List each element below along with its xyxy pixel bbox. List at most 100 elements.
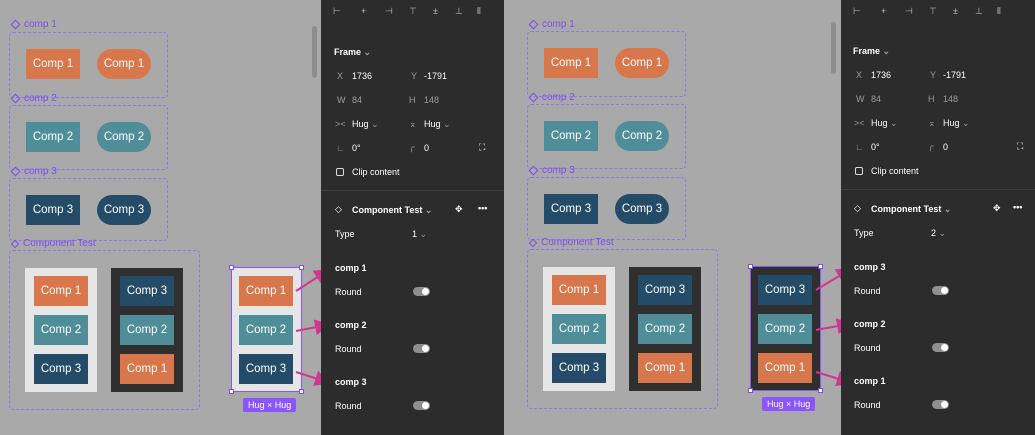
variant2-comp2[interactable]: Comp 2 [638,314,692,344]
comp3-square-button[interactable]: Comp 3 [544,194,598,224]
comp3-frame[interactable] [527,177,686,240]
align-left-icon[interactable]: ⊢ [853,6,861,16]
variant2-comp3[interactable]: Comp 3 [120,276,174,306]
align-bottom-icon[interactable]: ⊥ [975,6,983,16]
comp1-square-button[interactable]: Comp 1 [26,49,80,79]
align-right-icon[interactable]: ⊣ [385,6,393,16]
comp1-frame-label[interactable]: comp 1 [10,19,57,30]
round-toggle[interactable] [932,343,949,352]
component-test-frame-label[interactable]: Component Test [10,238,96,249]
comp1-frame-label[interactable]: comp 1 [528,19,575,30]
resize-handle[interactable] [818,264,823,269]
resize-handle[interactable] [748,388,753,393]
comp1-frame[interactable] [9,32,168,98]
align-top-icon[interactable]: ⊤ [409,6,417,16]
comp3-round-button[interactable]: Comp 3 [97,195,151,225]
type-select[interactable]: 1 ⌄ [412,229,428,239]
vertical-resizing-select[interactable]: Hug ⌄ [943,118,970,128]
y-input[interactable]: -1791 [943,70,967,80]
round-toggle[interactable] [932,286,949,295]
align-middle-icon[interactable]: ± [953,6,958,16]
variant1-comp3[interactable]: Comp 3 [34,354,88,384]
comp3-square-button[interactable]: Comp 3 [26,195,80,225]
resize-handle[interactable] [299,389,304,394]
variant2-comp1[interactable]: Comp 1 [638,353,692,383]
instance-comp2[interactable]: Comp 2 [239,315,293,345]
comp3-frame[interactable] [9,178,168,241]
align-bottom-icon[interactable]: ⊥ [455,6,463,16]
distribute-icon[interactable]: ⫴ [477,6,481,16]
rotation-input[interactable]: 0° [352,143,361,153]
h-input[interactable]: 148 [424,95,440,105]
component-test-frame[interactable] [527,249,718,409]
comp3-frame-label[interactable]: comp 3 [10,166,57,177]
comp1-round-button[interactable]: Comp 1 [615,48,669,78]
round-toggle[interactable] [413,401,430,410]
y-input[interactable]: -1791 [424,71,448,81]
independent-corners-icon[interactable]: ⛶ [479,142,486,152]
frame-section-title[interactable]: Frame ⌄ [853,46,891,56]
comp2-frame[interactable] [9,105,168,170]
comp1-square-button[interactable]: Comp 1 [544,48,598,78]
canvas-scrollbar[interactable] [312,26,317,78]
clip-content-checkbox[interactable] [336,168,344,176]
w-input[interactable]: 84 [352,95,363,105]
round-toggle[interactable] [413,344,430,353]
horizontal-resizing-select[interactable]: Hug ⌄ [871,118,898,128]
comp1-frame[interactable] [527,31,686,97]
radius-input[interactable]: 0 [943,142,949,152]
align-right-icon[interactable]: ⊣ [905,6,913,16]
comp2-square-button[interactable]: Comp 2 [544,121,598,151]
align-center-icon[interactable]: + [881,6,887,16]
comp2-frame[interactable] [527,104,686,169]
canvas-scrollbar[interactable] [831,22,836,74]
horizontal-resizing-select[interactable]: Hug ⌄ [352,119,379,129]
instance-comp1[interactable]: Comp 1 [239,276,293,306]
comp2-round-button[interactable]: Comp 2 [97,122,151,152]
type-select[interactable]: 2 ⌄ [931,228,947,238]
resize-handle[interactable] [299,265,304,270]
instance-comp2[interactable]: Comp 2 [758,314,812,344]
variant1-comp2[interactable]: Comp 2 [34,315,88,345]
component-test-frame-label[interactable]: Component Test [528,237,614,248]
round-toggle[interactable] [413,287,430,296]
variant1-comp1[interactable]: Comp 1 [34,276,88,306]
instance-comp3[interactable]: Comp 3 [239,354,293,384]
component-select[interactable]: Component Test ⌄ [871,204,952,214]
variant1-comp3[interactable]: Comp 3 [552,353,606,383]
w-input[interactable]: 84 [871,94,882,104]
comp2-square-button[interactable]: Comp 2 [26,122,80,152]
instance-comp1[interactable]: Comp 1 [758,353,812,383]
comp1-round-button[interactable]: Comp 1 [97,49,151,79]
round-toggle[interactable] [932,400,949,409]
radius-input[interactable]: 0 [424,143,430,153]
resize-handle[interactable] [229,265,234,270]
align-top-icon[interactable]: ⊤ [929,6,937,16]
x-input[interactable]: 1736 [352,71,373,81]
clip-content-checkbox[interactable] [855,167,863,175]
distribute-icon[interactable]: ⫴ [997,6,1001,16]
variant1-comp1[interactable]: Comp 1 [552,275,606,305]
vertical-resizing-select[interactable]: Hug ⌄ [424,119,451,129]
independent-corners-icon[interactable]: ⛶ [1017,141,1024,151]
align-center-icon[interactable]: + [361,6,367,16]
comp2-frame-label[interactable]: comp 2 [10,93,57,104]
go-to-main-component-icon[interactable]: ✥ [455,204,463,214]
comp3-round-button[interactable]: Comp 3 [615,194,669,224]
rotation-input[interactable]: 0° [871,142,880,152]
instance-comp3[interactable]: Comp 3 [758,275,812,305]
comp2-frame-label[interactable]: comp 2 [528,92,575,103]
component-select[interactable]: Component Test ⌄ [352,205,433,215]
resize-handle[interactable] [229,389,234,394]
resize-handle[interactable] [818,388,823,393]
comp3-frame-label[interactable]: comp 3 [528,165,575,176]
h-input[interactable]: 148 [943,94,959,104]
frame-section-title[interactable]: Frame ⌄ [334,47,372,57]
comp2-round-button[interactable]: Comp 2 [615,121,669,151]
align-left-icon[interactable]: ⊢ [333,6,341,16]
resize-handle[interactable] [748,264,753,269]
align-middle-icon[interactable]: ± [433,6,438,16]
component-test-frame[interactable] [9,250,200,410]
more-options-icon[interactable]: ••• [478,203,488,213]
variant2-comp3[interactable]: Comp 3 [638,275,692,305]
